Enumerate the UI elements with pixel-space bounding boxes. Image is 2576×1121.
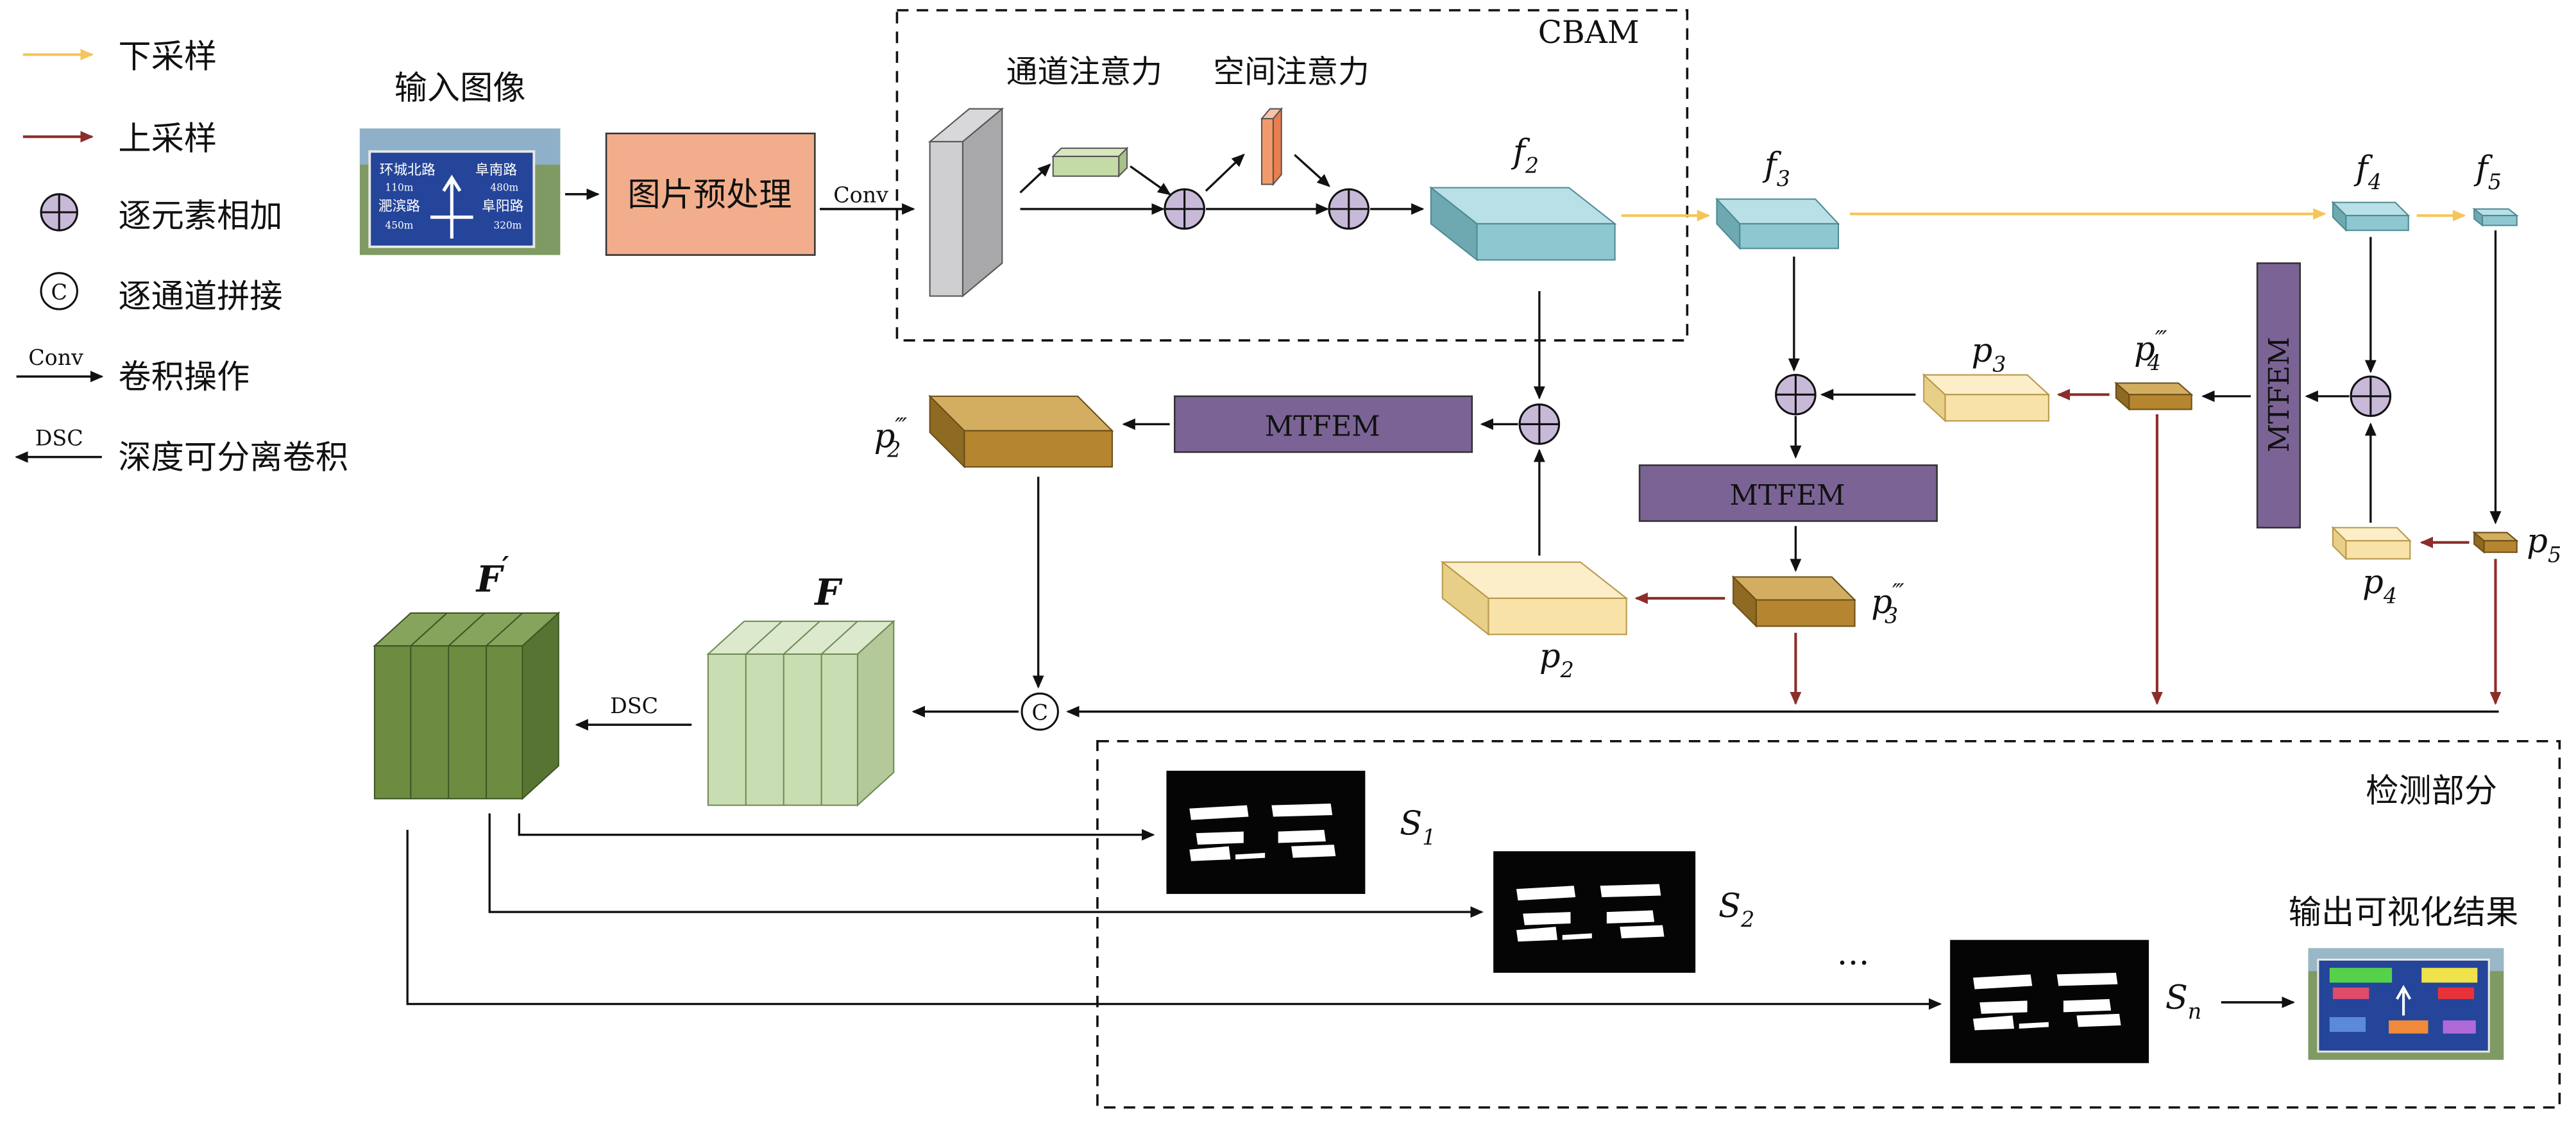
legend-elementwise-add-label: 逐元素相加 bbox=[118, 197, 282, 235]
spatial-attention-map bbox=[1260, 106, 1283, 187]
input-image: 环城北路 阜南路 110m 480m 淝滨路 阜阳路 450m 320m bbox=[359, 128, 561, 255]
svg-text:C: C bbox=[51, 280, 67, 305]
add-f3-p3 bbox=[1775, 374, 1817, 416]
svg-text:C: C bbox=[1032, 700, 1048, 725]
f4-label: f4 bbox=[2353, 149, 2382, 194]
mtfem-left-box bbox=[1173, 395, 1473, 453]
s1-label: S1 bbox=[1400, 805, 1436, 850]
mtfem-middle-label: MTFEM bbox=[1730, 480, 1845, 512]
cbam-region bbox=[895, 9, 1689, 342]
p4-label: p4 bbox=[2362, 563, 2397, 608]
output-title: 输出可视化结果 bbox=[2289, 893, 2519, 932]
p3-label: p3 bbox=[1971, 332, 2006, 376]
F-label: F bbox=[813, 571, 843, 614]
cbam-add-2 bbox=[1328, 188, 1370, 230]
mtfem-middle-box bbox=[1638, 464, 1938, 522]
svg-text:淝滨路: 淝滨路 bbox=[378, 198, 421, 214]
input-image-title: 输入图像 bbox=[394, 69, 526, 107]
legend-channel-concat-label: 逐通道拼接 bbox=[118, 278, 282, 316]
p5-label: p5 bbox=[2527, 522, 2561, 567]
svg-text:480m: 480m bbox=[490, 182, 518, 194]
mtfem-left-label: MTFEM bbox=[1265, 410, 1380, 442]
detection-title: 检测部分 bbox=[2366, 772, 2497, 811]
preprocess-box bbox=[605, 132, 816, 256]
mtfem-vertical-label: MTFEM bbox=[2264, 337, 2296, 452]
channel-attention-vector bbox=[1051, 146, 1129, 178]
cbam-input-feature bbox=[928, 107, 1004, 298]
p2-feature bbox=[1440, 560, 1629, 636]
conv-label: Conv bbox=[833, 183, 888, 208]
svg-text:110m: 110m bbox=[385, 182, 413, 194]
concat-node: C bbox=[1021, 692, 1059, 731]
p4-triple-prime-label: p‴4 bbox=[2134, 326, 2167, 375]
f5-label: f5 bbox=[2473, 149, 2502, 194]
preprocess-label: 图片预处理 bbox=[627, 176, 792, 214]
svg-text:320m: 320m bbox=[493, 220, 521, 232]
p4-feature bbox=[2331, 526, 2412, 560]
f2-feature bbox=[1428, 186, 1617, 262]
cbam-add-1 bbox=[1164, 188, 1205, 230]
p2-label: p2 bbox=[1539, 637, 1574, 682]
svg-text:阜南路: 阜南路 bbox=[475, 162, 518, 178]
mtfem-vertical-box bbox=[2256, 262, 2301, 529]
svg-text:450m: 450m bbox=[385, 220, 413, 232]
legend-conv-tag: Conv bbox=[28, 345, 83, 370]
dsc-label: DSC bbox=[610, 693, 658, 718]
F-feature bbox=[706, 620, 895, 807]
p4-triple-prime-feature bbox=[2114, 382, 2194, 411]
legend-dsc-label: 深度可分离卷积 bbox=[118, 439, 348, 477]
channel-concat-icon: C bbox=[40, 272, 78, 310]
cbam-title: CBAM bbox=[1538, 15, 1640, 51]
svg-text:环城北路: 环城北路 bbox=[380, 162, 436, 178]
sn-label: Sn bbox=[2165, 979, 2202, 1024]
f5-feature bbox=[2472, 207, 2519, 227]
legend-conv-label: 卷积操作 bbox=[118, 358, 250, 396]
output-image bbox=[2308, 948, 2504, 1060]
add-f2-p2 bbox=[1518, 403, 1561, 445]
elementwise-add-icon bbox=[40, 193, 78, 232]
sn-map bbox=[1950, 940, 2149, 1063]
s2-map bbox=[1493, 851, 1696, 973]
p2-triple-prime-feature bbox=[928, 394, 1114, 469]
legend: 下采样 上采样 逐元素相加 C 逐通道拼接 Conv 卷积操作 DSC 深度可分… bbox=[15, 38, 348, 477]
s2-label: S2 bbox=[1718, 887, 1754, 932]
p3-feature bbox=[1922, 373, 2051, 423]
s1-map bbox=[1166, 770, 1366, 894]
p2-triple-prime-label: p‴2 bbox=[874, 414, 908, 462]
ellipsis: … bbox=[1836, 934, 1869, 973]
spatial-attention-label: 空间注意力 bbox=[1213, 55, 1369, 90]
f4-feature bbox=[2331, 201, 2411, 232]
channel-attention-label: 通道注意力 bbox=[1006, 55, 1162, 90]
p5-feature bbox=[2472, 531, 2519, 554]
add-f4-p4 bbox=[2350, 375, 2392, 417]
svg-text:阜阳路: 阜阳路 bbox=[482, 198, 524, 214]
detection-region bbox=[1096, 739, 2561, 1109]
F-prime-feature bbox=[373, 611, 561, 800]
legend-downsample-label: 下采样 bbox=[118, 38, 217, 76]
f2-label: f2 bbox=[1511, 133, 1539, 178]
legend-upsample-label: 上采样 bbox=[118, 120, 217, 158]
f3-feature bbox=[1715, 197, 1840, 250]
legend-dsc-tag: DSC bbox=[35, 426, 83, 451]
f3-label: f3 bbox=[1762, 146, 1790, 191]
p3-triple-prime-label: p‴3 bbox=[1871, 579, 1904, 628]
F-prime-label: F′ bbox=[475, 551, 509, 601]
p3-triple-prime-feature bbox=[1731, 575, 1857, 628]
